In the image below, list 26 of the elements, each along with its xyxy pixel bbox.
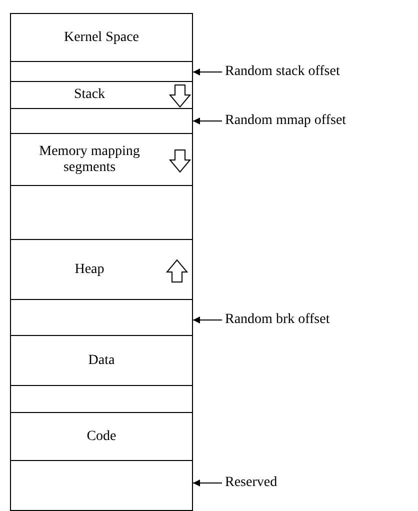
segment-label: Stack: [74, 87, 106, 103]
gap-segment: [10, 61, 193, 82]
memory-segment: [10, 412, 193, 461]
leader-arrow: [192, 316, 222, 324]
segment-label: Data: [88, 352, 115, 368]
segment-label: Kernel Space: [64, 30, 140, 46]
gap-segment: [10, 385, 193, 413]
gap-segment: [10, 108, 193, 134]
offset-label: Random mmap offset: [225, 113, 346, 129]
segment-label: Memory mapping segments: [38, 144, 141, 176]
gap-segment: [10, 299, 193, 336]
memory-segment: [10, 81, 193, 109]
gap-segment: [10, 185, 193, 240]
offset-label: Random stack offset: [225, 64, 340, 80]
segment-label: Code: [86, 428, 116, 444]
memory-segment: [10, 335, 193, 386]
leader-arrow: [192, 480, 222, 486]
gap-segment: [10, 460, 193, 511]
leader-arrow: [192, 118, 222, 124]
segment-label: Heap: [74, 262, 104, 278]
offset-label: Reserved: [225, 475, 278, 491]
leader-arrow: [192, 68, 222, 76]
memory-segment: [10, 133, 193, 186]
memory-segment: [10, 239, 193, 300]
offset-label: Random brk offset: [225, 312, 330, 328]
memory-segment: [10, 13, 193, 62]
